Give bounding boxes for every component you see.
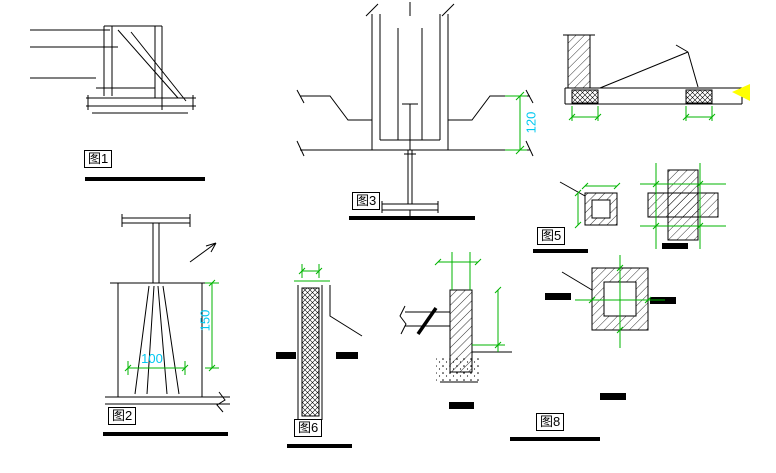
- figure-8-ring-dimension-lines: [575, 255, 665, 348]
- figure-2-dimension-lines: [124, 279, 219, 375]
- figure-3-vertical-dimension: 120: [523, 111, 539, 134]
- figure-8-underline: [510, 437, 600, 441]
- figure-3-geometry: [296, 2, 534, 218]
- figure-8-geometry: [399, 289, 512, 383]
- figure-8-label: 图8: [536, 413, 565, 431]
- corner-detail-dimension-lines: [568, 106, 716, 121]
- figure-2-geometry: [105, 214, 230, 413]
- figure-2-label: 图2: [108, 407, 137, 425]
- figure-6-geometry: [297, 285, 363, 420]
- figure-2-width-dimension: 100: [141, 351, 163, 366]
- figure-5-cross-geometry: [647, 169, 719, 241]
- section-cut-mark: [449, 402, 474, 409]
- section-cut-mark: [600, 393, 626, 400]
- figure-5-square-geometry: [559, 181, 618, 226]
- section-cut-mark: [662, 243, 688, 249]
- figure-8-ring-geometry: [561, 267, 649, 331]
- figure-1-label: 图1: [84, 150, 113, 168]
- figure-5-cross-dimension-lines: [640, 163, 726, 249]
- figure-2-height-dimension: 150: [197, 309, 213, 332]
- section-cut-mark: [276, 352, 296, 359]
- figure-6-label: 图6: [294, 419, 323, 437]
- figure-5-square-dimension-lines: [574, 182, 621, 229]
- figure-5-underline: [533, 249, 588, 253]
- section-cut-mark: [545, 293, 571, 300]
- figure-8-dimension-lines: [434, 252, 505, 352]
- figure-3-dimension-lines: [505, 91, 527, 155]
- figure-3-label: 图3: [352, 192, 381, 210]
- figure-6-underline: [287, 444, 352, 448]
- figure-2-underline: [103, 432, 228, 436]
- highlight-arrow: [732, 84, 750, 101]
- corner-detail-geometry: [563, 34, 743, 105]
- figure-1-geometry: [30, 25, 196, 114]
- section-cut-mark: [336, 352, 358, 359]
- figure-3-underline: [349, 216, 475, 220]
- figure-1-underline: [85, 177, 205, 181]
- figure-6-dimension-lines: [294, 264, 330, 282]
- figure-5-label: 图5: [537, 227, 566, 245]
